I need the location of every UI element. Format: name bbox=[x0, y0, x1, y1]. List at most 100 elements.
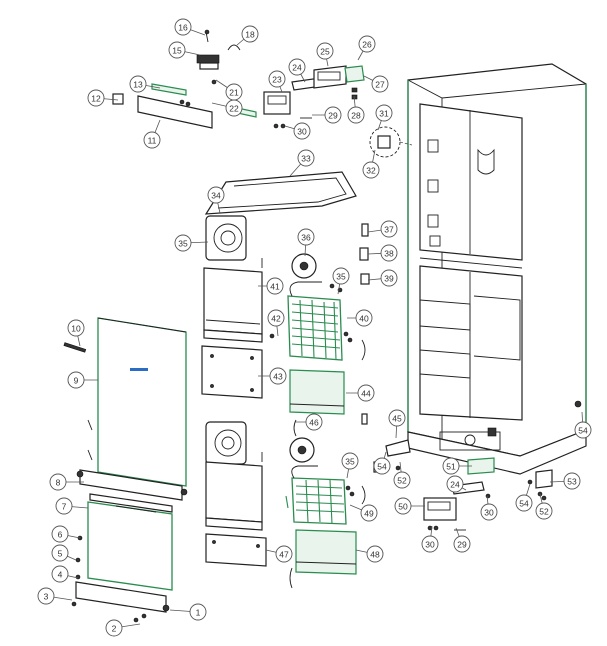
callout-number: 7 bbox=[62, 502, 67, 512]
callout-number: 50 bbox=[398, 502, 408, 512]
callout-2: 2 bbox=[105, 619, 141, 637]
callout-number: 24 bbox=[292, 63, 302, 73]
callout-4: 4 bbox=[51, 565, 79, 583]
upper-cover-plate bbox=[201, 345, 263, 399]
callout-circle bbox=[341, 452, 359, 470]
callout-52: 52 bbox=[535, 493, 553, 520]
callout-number: 54 bbox=[377, 462, 387, 472]
callout-circle bbox=[380, 269, 398, 287]
callout-48: 48 bbox=[355, 545, 384, 563]
callout-number: 41 bbox=[270, 282, 280, 292]
callout-6: 6 bbox=[51, 525, 81, 543]
callout-circle bbox=[241, 25, 259, 43]
callout-16: 16 bbox=[174, 18, 206, 36]
callout-31: 31 bbox=[375, 104, 393, 131]
callout-7: 7 bbox=[55, 497, 89, 515]
callout-circle bbox=[563, 472, 581, 490]
callout-29: 29 bbox=[453, 527, 471, 553]
lower-fan-shroud bbox=[205, 421, 247, 465]
callout-number: 24 bbox=[450, 480, 460, 490]
callout-circle bbox=[380, 220, 398, 238]
callout-number: 18 bbox=[245, 30, 255, 40]
callout-number: 29 bbox=[328, 111, 338, 121]
callout-number: 13 bbox=[133, 80, 143, 90]
callout-circle bbox=[393, 471, 411, 489]
callout-number: 32 bbox=[366, 166, 376, 176]
callout-38: 38 bbox=[367, 244, 398, 262]
callout-number: 35 bbox=[345, 457, 355, 467]
callout-41: 41 bbox=[258, 277, 284, 295]
callout-number: 15 bbox=[172, 46, 182, 56]
callout-circle bbox=[207, 186, 225, 204]
callout-number: 52 bbox=[397, 476, 407, 486]
upper-drain-tray bbox=[289, 369, 345, 415]
upper-evap-panel bbox=[203, 258, 263, 343]
callout-circle bbox=[55, 497, 73, 515]
callout-circle bbox=[168, 41, 186, 59]
callout-circle bbox=[316, 42, 334, 60]
callout-27: 27 bbox=[363, 75, 389, 93]
callout-30: 30 bbox=[480, 495, 498, 521]
callout-number: 8 bbox=[56, 478, 61, 488]
callout-circle bbox=[51, 544, 69, 562]
callout-40: 40 bbox=[347, 309, 373, 327]
callout-number: 51 bbox=[446, 462, 456, 472]
callout-circle bbox=[324, 106, 342, 124]
callout-number: 52 bbox=[539, 507, 549, 517]
callout-circle bbox=[442, 457, 460, 475]
callout-number: 35 bbox=[336, 272, 346, 282]
callout-number: 25 bbox=[320, 47, 330, 57]
callout-circle bbox=[373, 457, 391, 475]
callout-13: 13 bbox=[129, 75, 161, 93]
callout-35: 35 bbox=[332, 267, 350, 295]
callout-44: 44 bbox=[346, 384, 375, 402]
callout-circle bbox=[453, 535, 471, 553]
callout-23: 23 bbox=[268, 70, 286, 93]
callout-circle bbox=[275, 545, 293, 563]
callout-54: 54 bbox=[515, 483, 533, 512]
callout-39: 39 bbox=[367, 269, 398, 287]
callout-52: 52 bbox=[393, 461, 411, 489]
top-cover-33 bbox=[204, 171, 357, 215]
callout-34: 34 bbox=[207, 186, 225, 214]
callout-number: 48 bbox=[370, 550, 380, 560]
callout-circle bbox=[87, 89, 105, 107]
callout-number: 10 bbox=[71, 324, 81, 334]
callout-number: 35 bbox=[178, 239, 188, 249]
left-hardware bbox=[71, 419, 147, 623]
callout-number: 16 bbox=[178, 23, 188, 33]
clip-hardware bbox=[269, 223, 370, 437]
callout-circle bbox=[174, 18, 192, 36]
callout-15: 15 bbox=[168, 41, 201, 59]
callout-43: 43 bbox=[258, 367, 287, 385]
callout-circle bbox=[268, 70, 286, 88]
callout-47: 47 bbox=[265, 545, 293, 563]
callout-number: 36 bbox=[301, 233, 311, 243]
callout-number: 2 bbox=[112, 624, 117, 634]
callout-45: 45 bbox=[388, 409, 406, 439]
callout-46: 46 bbox=[296, 413, 323, 431]
callout-12: 12 bbox=[87, 89, 119, 107]
callout-circle bbox=[355, 309, 373, 327]
callout-circle bbox=[446, 475, 464, 493]
callout-49: 49 bbox=[349, 504, 378, 522]
callout-number: 9 bbox=[74, 376, 79, 386]
upper-evaporator-coil bbox=[287, 281, 343, 361]
callout-circle bbox=[67, 371, 85, 389]
callout-circle bbox=[371, 75, 389, 93]
callout-number: 27 bbox=[375, 80, 385, 90]
callout-37: 37 bbox=[367, 220, 398, 238]
lower-cover-plate bbox=[205, 533, 293, 589]
callout-circle bbox=[269, 367, 287, 385]
callout-number: 46 bbox=[309, 418, 319, 428]
callout-circle bbox=[189, 603, 207, 621]
callout-number: 5 bbox=[58, 549, 63, 559]
callout-number: 42 bbox=[271, 314, 281, 324]
callout-number: 44 bbox=[361, 389, 371, 399]
callout-number: 54 bbox=[519, 499, 529, 509]
callout-number: 49 bbox=[364, 509, 374, 519]
callout-33: 33 bbox=[289, 149, 315, 177]
callout-circle bbox=[37, 587, 55, 605]
callout-53: 53 bbox=[549, 472, 581, 490]
callout-number: 33 bbox=[301, 154, 311, 164]
